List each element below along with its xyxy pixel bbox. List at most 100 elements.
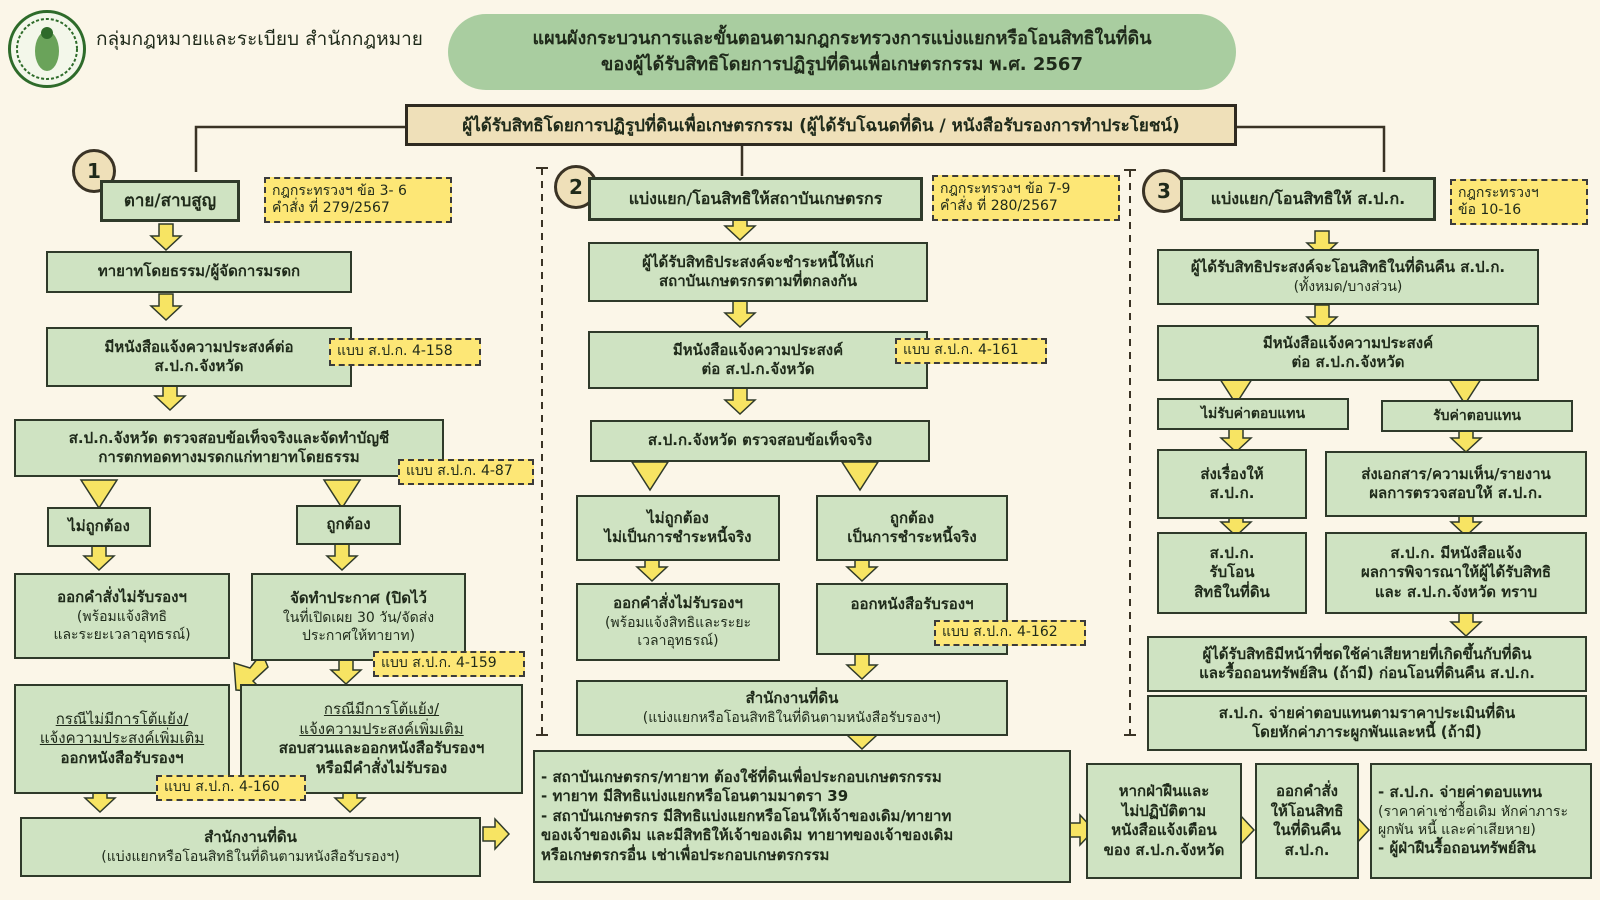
col2-wrong-line2: ไม่เป็นการชำระหนี้จริง (604, 528, 752, 546)
form-4-158: แบบ ส.ป.ก. 4-158 (329, 338, 481, 366)
col1-reject-line1: ออกคำสั่งไม่รับรองฯ (57, 588, 187, 607)
col3-notice-line2: ต่อ ส.ป.ก.จังหวัด (1291, 353, 1405, 371)
form-4-87: แบบ ส.ป.ก. 4-87 (398, 459, 534, 485)
col3-accept: ส.ป.ก. รับโอน สิทธิในที่ดิน (1157, 532, 1307, 614)
title-line-2: ของผู้ได้รับสิทธิโดยการปฏิรูปที่ดินเพื่อ… (601, 54, 1083, 75)
viol-line-3: หนังสือแจ้งเตือน (1111, 821, 1217, 839)
violation-box: หากฝ่าฝืนและ ไม่ปฏิบัติตาม หนังสือแจ้งเต… (1086, 763, 1242, 879)
emblem-icon (16, 18, 78, 80)
col3-inform: ส.ป.ก. มีหนังสือแจ้ง ผลการพิจารณาให้ผู้ไ… (1325, 532, 1587, 614)
col3-no-compensation: ไม่รับค่าตอบแทน (1157, 398, 1349, 430)
col1-reference: กฎกระทรวงฯ ข้อ 3- 6 คำสั่ง ที่ 279/2567 (264, 177, 452, 223)
col3-ref-line1: กฎกระทรวงฯ (1458, 184, 1539, 201)
col1-reject-line3: และระยะเวลาอุทธรณ์) (53, 626, 191, 643)
order-transfer-box: ออกคำสั่ง ให้โอนสิทธิ ในที่ดินคืน ส.ป.ก. (1255, 763, 1359, 879)
rule-line-5: หรือเกษตรกรอื่น เช่าเพื่อประกอบเกษตรกรรม (541, 845, 830, 864)
col3-send-line2: ส.ป.ก. (1209, 484, 1255, 502)
final-line-1: - ส.ป.ก. จ่ายค่าตอบแทน (1378, 783, 1543, 802)
viol-line-2: ไม่ปฏิบัติตาม (1121, 801, 1207, 820)
agency-logo (8, 10, 86, 88)
col3-head: แบ่งแยก/โอนสิทธิให้ ส.ป.ก. (1180, 177, 1436, 221)
col2-intent: ผู้ได้รับสิทธิประสงค์จะชำระหนี้ให้แก่ สถ… (588, 242, 928, 302)
col1-obj-line1: กรณีมีการโต้แย้ง/ (323, 700, 440, 718)
col2-land-office: สำนักงานที่ดิน (แบ่งแยกหรือโอนสิทธิในที่… (576, 680, 1008, 736)
col2-reject-line3: เวลาอุทธรณ์) (637, 632, 719, 649)
col3-intent-line1: ผู้ได้รับสิทธิประสงค์จะโอนสิทธิในที่ดินค… (1190, 258, 1506, 277)
form-4-161: แบบ ส.ป.ก. 4-161 (895, 338, 1047, 364)
col1-check-line1: ส.ป.ก.จังหวัด ตรวจสอบข้อเท็จจริงและจัดทำ… (68, 428, 390, 447)
col2-land-line1: สำนักงานที่ดิน (745, 689, 839, 708)
col3-documents: ส่งเอกสาร/ความเห็น/รายงาน ผลการตรวจสอบให… (1325, 451, 1587, 517)
form-4-162: แบบ ส.ป.ก. 4-162 (934, 620, 1086, 646)
col1-head: ตาย/สาบสูญ (100, 180, 240, 222)
col2-reference: กฎกระทรวงฯ ข้อ 7-9 คำสั่ง ที่ 280/2567 (932, 175, 1120, 221)
title-line-1: แผนผังกระบวนการและขั้นตอนตามกฎกระทรวงการ… (532, 27, 1152, 49)
col2-right-line1: ถูกต้อง (889, 508, 935, 527)
col3-notice: มีหนังสือแจ้งความประสงค์ ต่อ ส.ป.ก.จังหว… (1157, 325, 1539, 381)
rule-line-4: ของเจ้าของเดิม และมีสิทธิให้เจ้าของเดิม … (541, 826, 954, 845)
col1-notice-line2: ส.ป.ก.จังหวัด (154, 357, 244, 375)
col2-wrong-line1: ไม่ถูกต้อง (647, 508, 709, 527)
col1-notice: มีหนังสือแจ้งความประสงค์ต่อ ส.ป.ก.จังหวั… (46, 327, 352, 387)
col1-obj-line3: สอบสวนและออกหนังสือรับรองฯ (278, 739, 485, 757)
col3-duty: ผู้ได้รับสิทธิมีหน้าที่ชดใช้ค่าเสียหายที… (1147, 636, 1587, 692)
col1-reject: ออกคำสั่งไม่รับรองฯ (พร้อมแจ้งสิทธิ และร… (14, 573, 230, 659)
col3-duty-line2: และรื้อถอนทรัพย์สิน (ถ้ามี) ก่อนโอนที่ดิ… (1199, 664, 1535, 682)
col1-announce-line3: ประกาศให้ทายาท) (301, 627, 416, 644)
order-line-1: ออกคำสั่ง (1275, 782, 1339, 800)
rule-line-2: - ทายาท มีสิทธิแบ่งแยกหรือโอนตามมาตรา 39 (541, 787, 849, 806)
col3-pay-line1: ส.ป.ก. จ่ายค่าตอบแทนตามราคาประเมินที่ดิน (1218, 703, 1516, 722)
order-line-2: ให้โอนสิทธิ (1270, 801, 1344, 820)
col1-check-line2: การตกทอดทางมรดกแก่ทายาทโดยธรรม (98, 448, 360, 466)
col3-notice-line1: มีหนังสือแจ้งความประสงค์ (1262, 333, 1434, 352)
col1-reject-line2: (พร้อมแจ้งสิทธิ (76, 608, 168, 625)
col2-right-line2: เป็นการชำระหนี้จริง (847, 528, 977, 546)
col2-reject-line2: (พร้อมแจ้งสิทธิและระยะ (604, 614, 752, 631)
col3-accept-line2: รับโอน (1209, 563, 1255, 582)
col3-accept-line1: ส.ป.ก. (1209, 543, 1255, 562)
col1-ref-line2: คำสั่ง ที่ 279/2567 (272, 200, 390, 216)
col2-notice: มีหนังสือแจ้งความประสงค์ ต่อ ส.ป.ก.จังหว… (588, 331, 928, 389)
col2-intent-line2: สถาบันเกษตรกรตามที่ตกลงกัน (658, 272, 858, 290)
col1-land-line2: (แบ่งแยกหรือโอนสิทธิในที่ดินตามหนังสือรั… (101, 848, 400, 865)
col1-land-office: สำนักงานที่ดิน (แบ่งแยกหรือโอนสิทธิในที่… (20, 817, 481, 877)
col1-notice-line1: มีหนังสือแจ้งความประสงค์ต่อ (104, 337, 294, 356)
col1-land-line1: สำนักงานที่ดิน (204, 828, 297, 847)
col1-announce: จัดทำประกาศ (ปิดไว้ ในที่เปิดเผย 30 วัน/… (251, 573, 466, 661)
col3-ref-line2: ข้อ 10-16 (1458, 202, 1522, 218)
col3-inform-line2: ผลการพิจารณาให้ผู้ได้รับสิทธิ (1360, 563, 1552, 582)
col2-notice-line2: ต่อ ส.ป.ก.จังหวัด (701, 360, 815, 378)
col1-noobj-line3: ออกหนังสือรับรองฯ (60, 748, 184, 767)
col3-send: ส่งเรื่องให้ ส.ป.ก. (1157, 449, 1307, 519)
step-number-1: 1 (72, 149, 116, 193)
col1-objection: กรณีมีการโต้แย้ง/ แจ้งความประสงค์เพิ่มเต… (240, 684, 523, 794)
organization-name: กลุ่มกฎหมายและระเบียบ สำนักกฎหมาย (96, 28, 423, 50)
col3-inform-line1: ส.ป.ก. มีหนังสือแจ้ง (1390, 543, 1522, 562)
col1-obj-line4: หรือมีคำสั่งไม่รับรอง (315, 758, 448, 777)
viol-line-1: หากฝ่าฝืนและ (1118, 782, 1210, 800)
col3-accept-line3: สิทธิในที่ดิน (1194, 582, 1270, 601)
form-4-160: แบบ ส.ป.ก. 4-160 (156, 775, 306, 801)
col1-announce-line2: ในที่เปิดเผย 30 วัน/จัดส่ง (282, 609, 435, 626)
form-4-159: แบบ ส.ป.ก. 4-159 (373, 651, 525, 677)
rights-summary: - สถาบันเกษตรกร/ทายาท ต้องใช้ที่ดินเพื่อ… (533, 750, 1071, 883)
col3-reference: กฎกระทรวงฯ ข้อ 10-16 (1450, 179, 1588, 225)
col3-docs-line2: ผลการตรวจสอบให้ ส.ป.ก. (1369, 484, 1543, 502)
step-number-3: 3 (1142, 169, 1186, 213)
col2-correct: ถูกต้อง เป็นการชำระหนี้จริง (816, 495, 1008, 561)
col1-incorrect: ไม่ถูกต้อง (47, 507, 151, 547)
col2-ref-line2: คำสั่ง ที่ 280/2567 (940, 198, 1058, 214)
final-payment-box: - ส.ป.ก. จ่ายค่าตอบแทน (ราคาค่าเช่าซื้อเ… (1370, 763, 1592, 879)
col3-docs-line1: ส่งเอกสาร/ความเห็น/รายงาน (1361, 464, 1551, 483)
col2-check: ส.ป.ก.จังหวัด ตรวจสอบข้อเท็จจริง (590, 420, 930, 462)
root-box: ผู้ได้รับสิทธิโดยการปฏิรูปที่ดินเพื่อเกษ… (405, 104, 1237, 146)
col3-intent-line2: (ทั้งหมด/บางส่วน) (1293, 278, 1403, 295)
col1-noobj-line2: แจ้งความประสงค์เพิ่มเติม (39, 729, 205, 748)
col2-ref-line1: กฎกระทรวงฯ ข้อ 7-9 (940, 180, 1071, 197)
col1-announce-line1: จัดทำประกาศ (ปิดไว้ (290, 589, 427, 608)
col1-heir: ทายาทโดยธรรม/ผู้จัดการมรดก (46, 251, 352, 293)
col1-check: ส.ป.ก.จังหวัด ตรวจสอบข้อเท็จจริงและจัดทำ… (14, 419, 444, 477)
col2-notice-line1: มีหนังสือแจ้งความประสงค์ (672, 340, 844, 359)
order-line-4: ส.ป.ก. (1284, 840, 1330, 859)
